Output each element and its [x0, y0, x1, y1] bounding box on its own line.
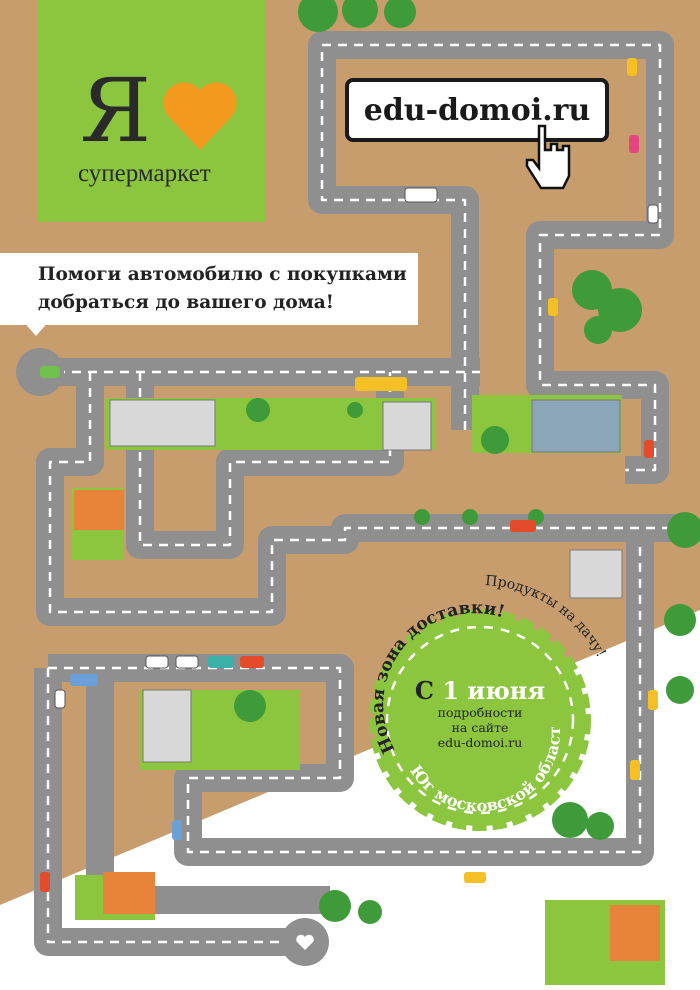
logo-brand: супермаркет [78, 160, 211, 187]
date-main: 1 июня [442, 676, 546, 705]
player-car [40, 366, 60, 378]
road-markings [40, 43, 680, 944]
trees [234, 0, 700, 924]
details-line-2: на сайте [451, 720, 509, 735]
bubble-line-2: добраться до вашего дома! [38, 292, 334, 313]
details-line-3: edu-domoi.ru [437, 735, 523, 750]
website-button[interactable]: edu-domoi.ru [345, 78, 609, 142]
heart-icon [296, 934, 314, 950]
hand-cursor-icon [525, 124, 571, 190]
houses [74, 490, 660, 961]
bubble-line-1: Помоги автомобилю с покупками [38, 264, 407, 285]
supermarket-logo: Я супермаркет [38, 0, 265, 222]
speech-bubble: Помоги автомобилю с покупками добраться … [0, 253, 418, 325]
cars [40, 58, 659, 892]
buildings [109, 399, 623, 763]
heart-logo-icon [163, 82, 237, 150]
badge-center: С 1 июня подробности на сайте edu-domoi.… [410, 676, 550, 750]
date-prefix: С [414, 676, 434, 705]
bubble-tail [22, 320, 50, 336]
details-line-1: подробности [437, 705, 523, 720]
logo-letter: Я [80, 59, 152, 162]
